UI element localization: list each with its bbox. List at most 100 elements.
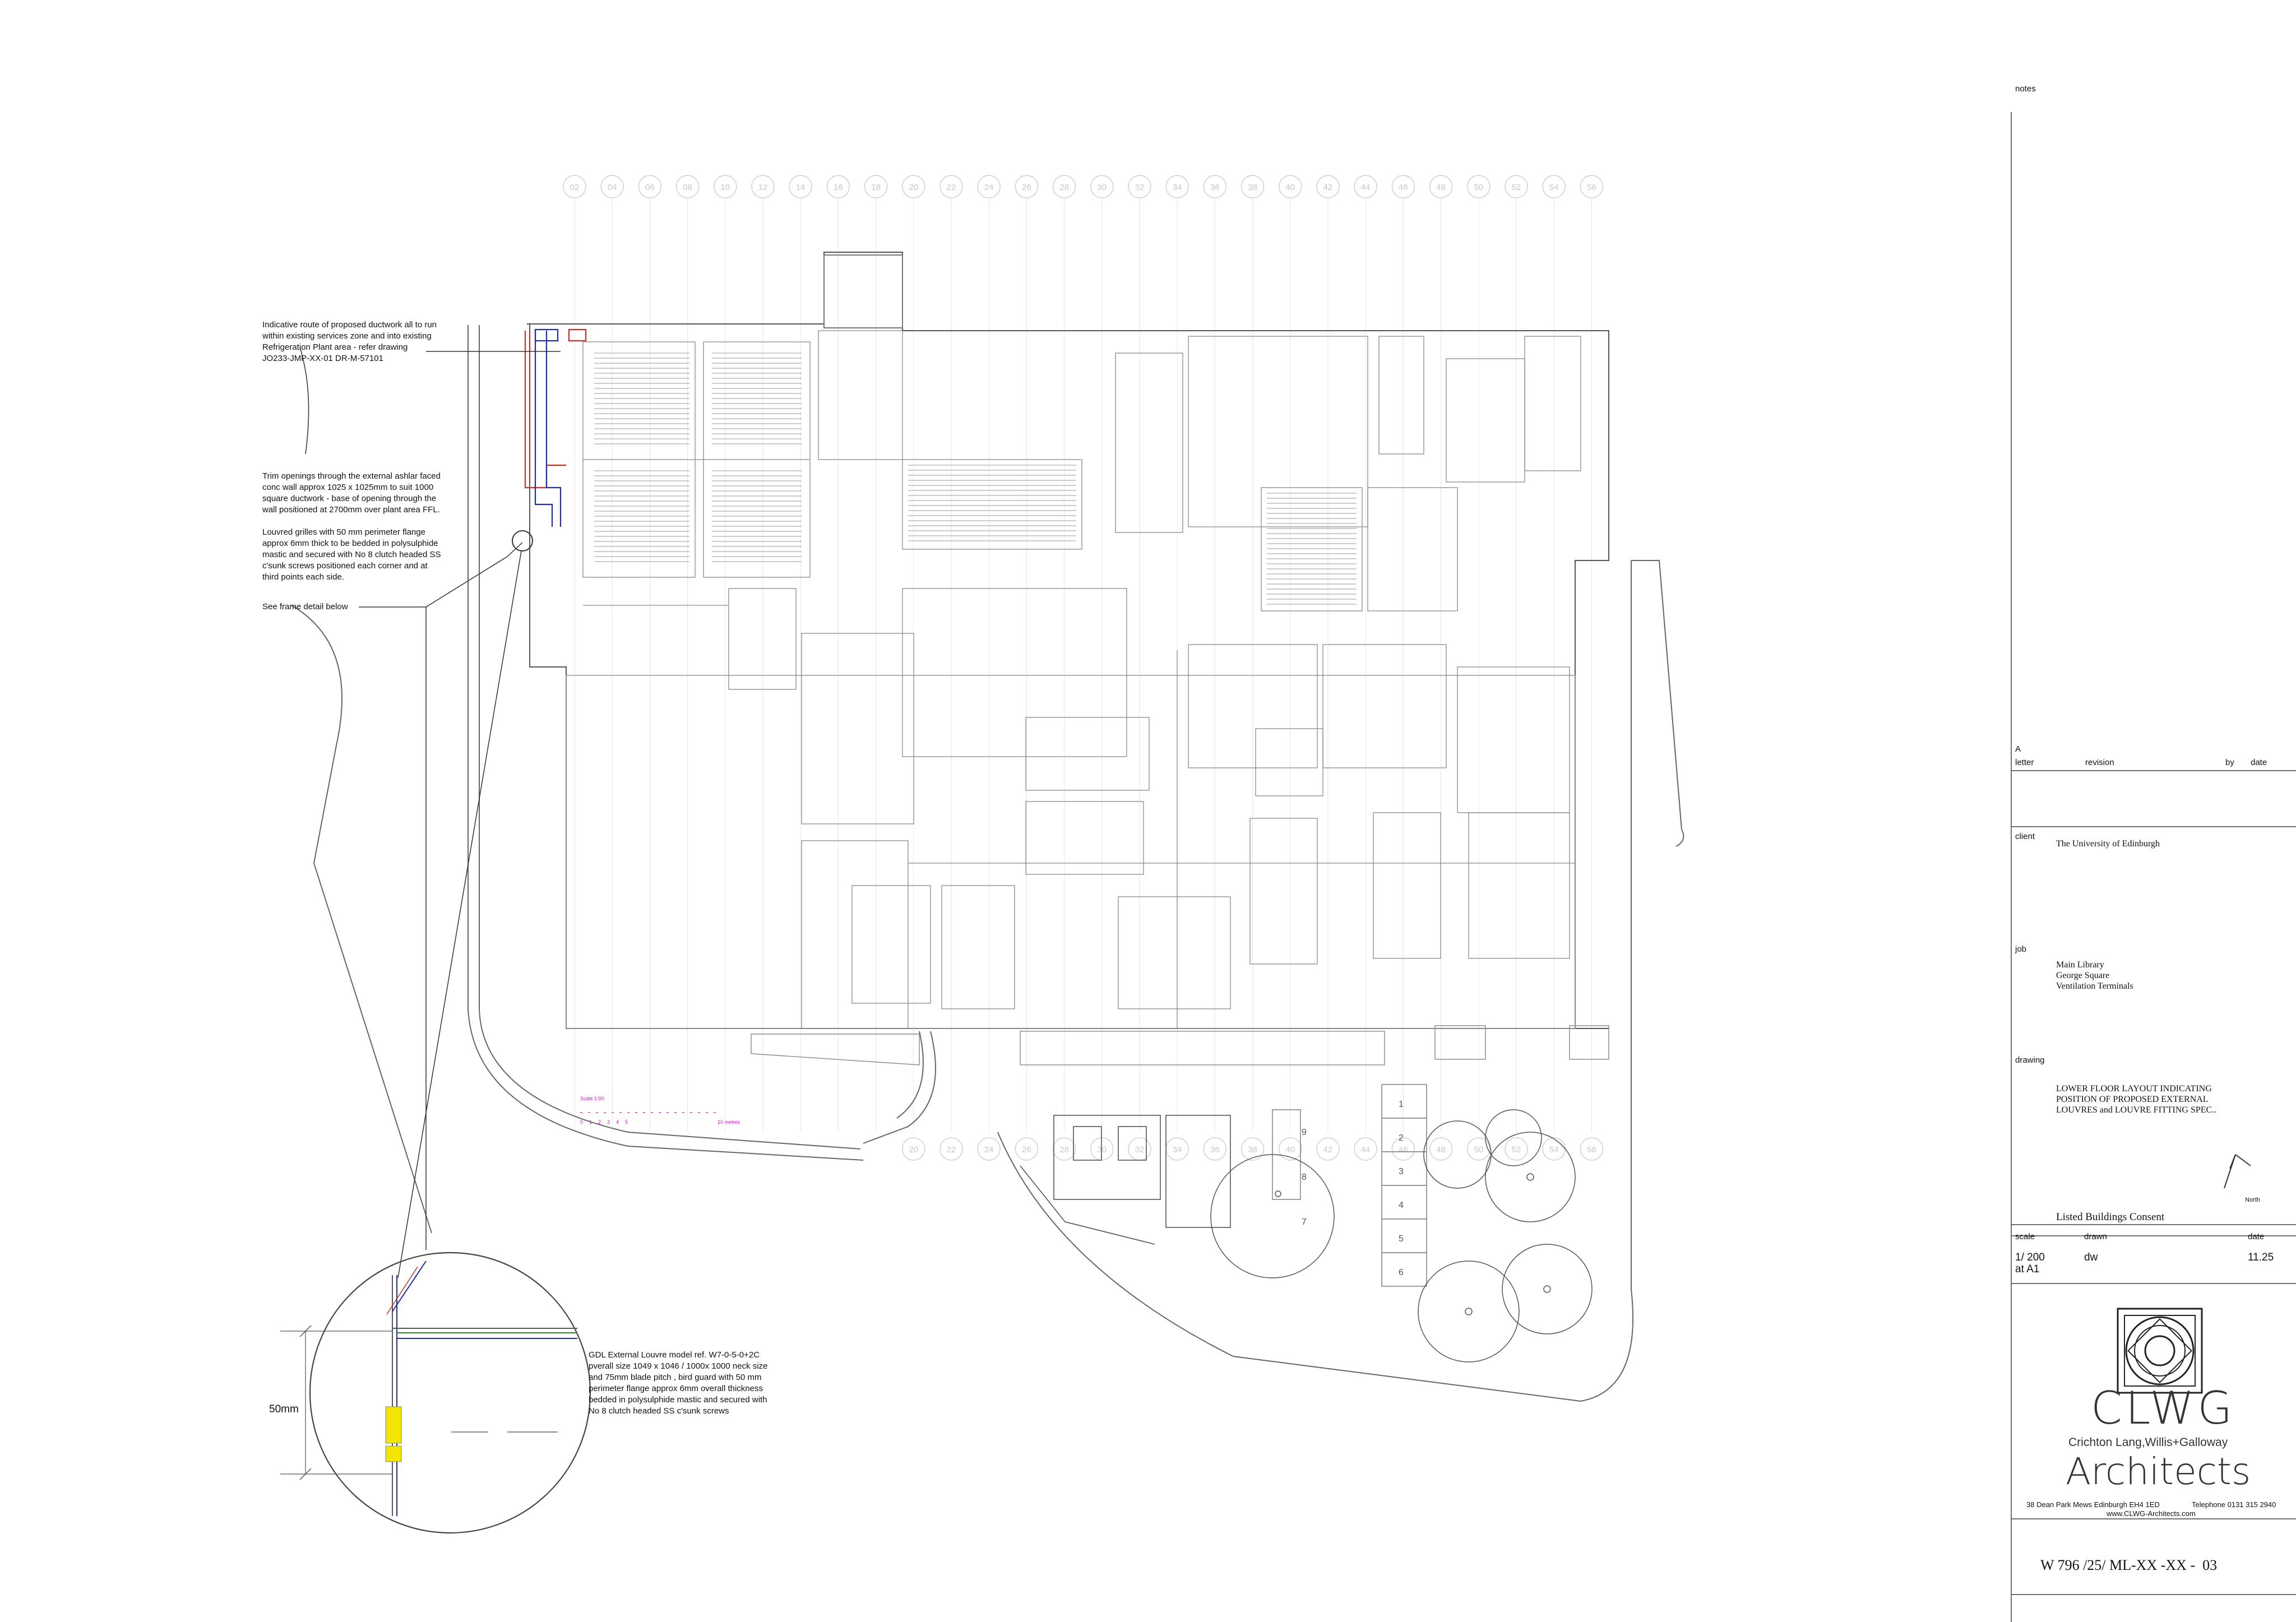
drawing-title: LOWER FLOOR LAYOUT INDICATING POSITION O… — [2056, 1084, 2217, 1115]
interior-partitions — [582, 330, 1581, 1029]
firm-telephone: Telephone 0131 315 2940 — [2192, 1500, 2276, 1509]
scale-bar-tick: 4 — [616, 1119, 619, 1125]
leader-lines — [299, 347, 561, 1278]
grid-label: 54 — [1549, 183, 1559, 192]
job-label: job — [2015, 944, 2027, 954]
grid-label: 04 — [608, 183, 617, 192]
parking-bay-number: 4 — [1399, 1201, 1404, 1210]
grid-bubble — [714, 175, 737, 198]
north-label: North — [2245, 1197, 2260, 1203]
grid-label: 52 — [1512, 1145, 1521, 1155]
grid-bubble — [1240, 175, 1265, 198]
grid-bubble — [864, 175, 888, 198]
grid-bubble — [1015, 175, 1039, 198]
firm-abbreviation: CLWG — [2091, 1382, 2236, 1434]
date-label: date — [2248, 1232, 2265, 1241]
grid-bubble — [1240, 1137, 1265, 1161]
grid-label: 56 — [1587, 1145, 1596, 1155]
parking-bay-number: 2 — [1399, 1133, 1404, 1143]
grid-label: 14 — [796, 183, 806, 192]
scale-bar-tick: 3 — [607, 1119, 610, 1125]
grid-label: 38 — [1248, 183, 1257, 192]
courtyard-structures — [1020, 1115, 1231, 1245]
parking-bays — [1272, 1084, 1427, 1287]
grid-label: 22 — [947, 183, 956, 192]
trim-openings-note: Trim openings through the external ashla… — [262, 471, 441, 515]
grid-bubble — [1090, 175, 1114, 198]
grid-label: 40 — [1285, 1145, 1295, 1155]
grid-bubble — [1015, 1137, 1039, 1161]
grid-label: 30 — [1097, 183, 1107, 192]
grid-bubble — [1542, 175, 1566, 198]
grid-label: 48 — [1436, 1145, 1446, 1155]
grid-label: 30 — [1097, 1145, 1107, 1155]
grid-label: 18 — [871, 183, 881, 192]
grid-bubble — [789, 175, 812, 198]
parking-bay-number: 5 — [1399, 1234, 1404, 1244]
grid-label: 48 — [1436, 183, 1446, 192]
grid-bubble — [1580, 175, 1604, 198]
grid-label: 50 — [1474, 183, 1483, 192]
grid-bubble — [1429, 175, 1453, 198]
grid-bubble — [1354, 1137, 1377, 1161]
dimension-50mm: 50mm — [269, 1403, 299, 1415]
status-listed-buildings-consent: Listed Buildings Consent — [2056, 1211, 2165, 1223]
grid-label: 42 — [1323, 183, 1333, 192]
grid-label: 22 — [947, 1145, 956, 1155]
grid-label: 34 — [1173, 1145, 1182, 1155]
entrance-ramp — [751, 1025, 1609, 1065]
grid-bubble — [638, 175, 662, 198]
grid-bubble — [1391, 175, 1415, 198]
job-value: Main Library George Square Ventilation T… — [2056, 960, 2133, 991]
rev-header-date: date — [2251, 758, 2267, 767]
scale-bar-tick: 0 — [580, 1119, 583, 1125]
grid-label: 12 — [758, 183, 768, 192]
grid-label: 46 — [1399, 1145, 1408, 1155]
ductwork-route-note: Indicative route of proposed ductwork al… — [262, 320, 437, 363]
grid-label: 34 — [1173, 183, 1182, 192]
grid-label: 06 — [645, 183, 655, 192]
grid-label: 20 — [909, 183, 918, 192]
grid-bubble — [1580, 1137, 1604, 1161]
grid-bubble — [902, 175, 925, 198]
see-frame-detail-note: See frame detail below — [262, 602, 348, 611]
grid-label: 46 — [1399, 183, 1408, 192]
grid-bubble — [977, 1137, 1001, 1161]
grid-bubble — [675, 175, 700, 198]
scale-bar-title: Scale 1:00 — [580, 1096, 604, 1101]
grid-bubble — [1467, 1137, 1490, 1161]
louvre-frame-detail — [280, 1252, 591, 1534]
grid-bubble — [600, 175, 624, 198]
grid-label: 28 — [1059, 183, 1069, 192]
revision-letter: A — [2015, 744, 2021, 754]
parking-bay-number: 3 — [1399, 1167, 1404, 1176]
grid-bubble — [939, 1137, 963, 1161]
grid-label: 42 — [1323, 1145, 1333, 1155]
firm-address: 38 Dean Park Mews Edinburgh EH4 1ED — [2026, 1500, 2160, 1509]
grid-bubble — [939, 175, 963, 198]
trees — [1210, 1109, 1593, 1363]
notes-heading: notes — [2015, 84, 2036, 94]
grid-bubble — [902, 1137, 925, 1161]
firm-type: Architects — [2066, 1450, 2251, 1493]
grid-bubble — [1052, 175, 1076, 198]
scale-value: 1/ 200 at A1 — [2015, 1252, 2045, 1275]
louvred-grilles-note: Louvred grilles with 50 mm perimeter fla… — [262, 527, 441, 582]
north-arrow — [2224, 1154, 2251, 1189]
grid-label: 36 — [1210, 183, 1220, 192]
grid-label: 20 — [909, 1145, 918, 1155]
grid-label: 44 — [1361, 183, 1371, 192]
drawing-label: drawing — [2015, 1055, 2045, 1065]
rev-header-revision: revision — [2085, 758, 2114, 767]
grid-label: 36 — [1210, 1145, 1220, 1155]
grid-label: 08 — [683, 183, 692, 192]
grid-bubble — [1128, 175, 1151, 198]
grid-bubble — [563, 175, 586, 198]
grid-bubble — [1316, 175, 1340, 198]
grid-bubble — [1165, 175, 1189, 198]
date-value: 11.25 — [2248, 1252, 2274, 1263]
